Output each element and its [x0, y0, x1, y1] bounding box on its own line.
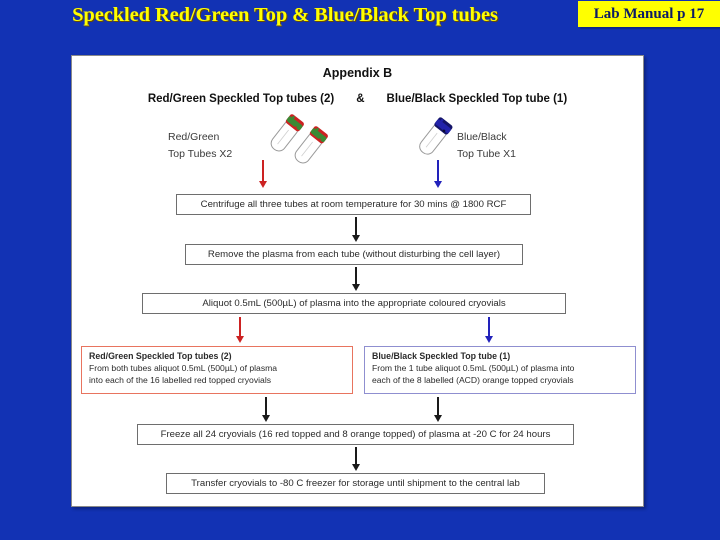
blue-black-tube-label: Blue/Black Top Tube X1: [457, 129, 516, 163]
arrow-shaft: [437, 160, 439, 182]
appendix-subtitle-row: Red/Green Speckled Top tubes (2) & Blue/…: [72, 93, 643, 105]
detail-box-red-green-line1: From both tubes aliquot 0.5mL (500µL) of…: [89, 363, 278, 374]
detail-box-blue-black-line1: From the 1 tube aliquot 0.5mL (500µL) of…: [372, 363, 575, 374]
arrow-remove-to-aliquot-icon: [351, 267, 361, 291]
arrow-blue-black-down-icon: [433, 160, 443, 188]
arrow-blue-black-to-freeze-icon: [433, 397, 443, 422]
arrow-shaft: [355, 267, 357, 285]
step-box-centrifuge: Centrifuge all three tubes at room tempe…: [176, 194, 531, 215]
red-green-tube-label-line2: Top Tubes X2: [168, 148, 233, 160]
subtitle-blue-black: Blue/Black Speckled Top tube (1): [386, 93, 568, 105]
arrow-aliquot-to-blue-black-icon: [484, 317, 494, 343]
arrow-aliquot-to-red-green-icon: [235, 317, 245, 343]
step-box-freeze: Freeze all 24 cryovials (16 red topped a…: [137, 424, 574, 445]
subtitle-conjunction: &: [356, 93, 365, 105]
arrow-head: [485, 336, 493, 343]
red-green-speckled-tube-icon: [270, 114, 328, 164]
arrow-head: [352, 464, 360, 471]
arrow-head: [259, 181, 267, 188]
step-box-transfer: Transfer cryovials to -80 C freezer for …: [166, 473, 545, 494]
lab-manual-badge: Lab Manual p 17: [578, 1, 720, 27]
appendix-image-panel: Appendix B Red/Green Speckled Top tubes …: [71, 55, 644, 507]
page-title: Speckled Red/Green Top & Blue/Black Top …: [72, 4, 498, 26]
detail-box-blue-black: Blue/Black Speckled Top tube (1) From th…: [364, 346, 636, 394]
appendix-heading: Appendix B: [322, 66, 393, 80]
arrow-shaft: [262, 160, 264, 182]
blue-black-tube-label-line2: Top Tube X1: [457, 148, 516, 160]
detail-box-red-green-line2: into each of the 16 labelled red topped …: [89, 374, 272, 385]
detail-box-red-green: Red/Green Speckled Top tubes (2) From bo…: [81, 346, 353, 394]
arrow-centrifuge-to-remove-icon: [351, 217, 361, 242]
red-green-tube-label-line1: Red/Green: [168, 131, 220, 143]
step-box-remove-plasma: Remove the plasma from each tube (withou…: [185, 244, 523, 265]
arrow-head: [236, 336, 244, 343]
blue-black-speckled-tube-icon: [419, 117, 453, 155]
arrow-shaft: [355, 217, 357, 236]
blue-black-tube-label-line1: Blue/Black: [457, 131, 507, 143]
detail-box-blue-black-line2: each of the 8 labelled (ACD) orange topp…: [372, 374, 574, 385]
tube-illustration-row: Red/Green Top Tubes X2: [72, 109, 643, 187]
red-green-tube-label: Red/Green Top Tubes X2: [168, 129, 232, 163]
arrow-head: [434, 415, 442, 422]
arrow-shaft: [488, 317, 490, 337]
detail-box-red-green-title: Red/Green Speckled Top tubes (2): [89, 351, 232, 361]
detail-box-blue-black-title: Blue/Black Speckled Top tube (1): [372, 351, 511, 361]
arrow-head: [352, 284, 360, 291]
arrow-shaft: [437, 397, 439, 416]
arrow-red-green-to-freeze-icon: [261, 397, 271, 422]
arrow-red-green-down-icon: [258, 160, 268, 188]
subtitle-red-green: Red/Green Speckled Top tubes (2): [147, 93, 335, 105]
arrow-head: [262, 415, 270, 422]
arrow-shaft: [355, 447, 357, 465]
step-box-aliquot: Aliquot 0.5mL (500µL) of plasma into the…: [142, 293, 566, 314]
arrow-freeze-to-transfer-icon: [351, 447, 361, 471]
arrow-head: [352, 235, 360, 242]
arrow-shaft: [239, 317, 241, 337]
arrow-shaft: [265, 397, 267, 416]
arrow-head: [434, 181, 442, 188]
